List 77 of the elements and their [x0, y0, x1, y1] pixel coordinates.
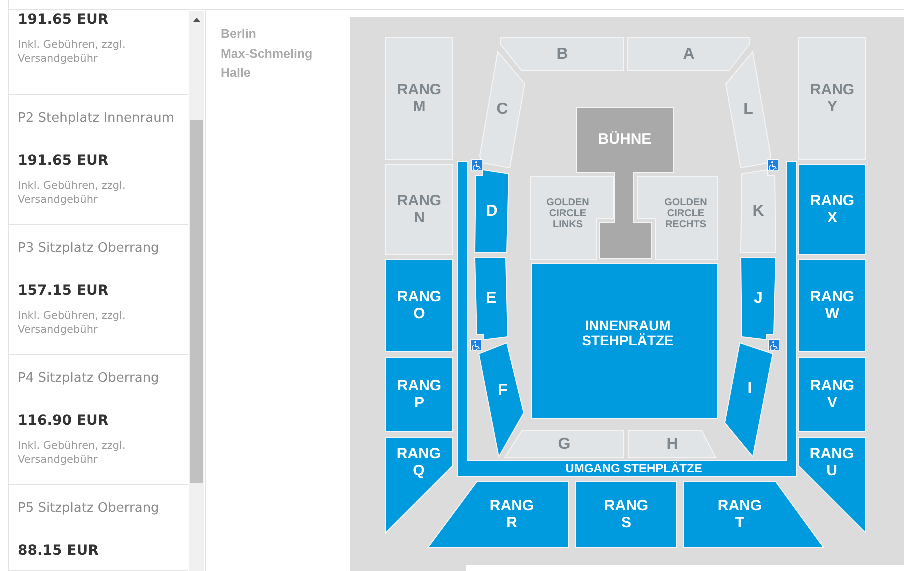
seating-section [479, 343, 524, 457]
seating-section [386, 165, 453, 255]
price-card [8, 95, 188, 225]
price-card [8, 225, 188, 355]
price-card [8, 0, 188, 95]
ticket-category: P2 Stehplatz Innenraum [18, 111, 174, 126]
section-label: RANG N [396, 194, 443, 226]
price: 191.65 EUR [18, 153, 109, 169]
seating-section [475, 258, 508, 340]
price: 88.15 EUR [18, 543, 99, 559]
seating-section [799, 260, 866, 352]
seating-section [576, 482, 677, 548]
section-label: H [666, 436, 680, 454]
section-label: RANG T [716, 498, 764, 532]
seating-section [726, 52, 771, 168]
section-label: UMGANG STEHPLÄTZE [564, 462, 704, 476]
section-label: RANG X [809, 194, 856, 226]
seating-section [475, 170, 509, 253]
venue-name: Berlin Max-Schmeling Halle [221, 26, 314, 82]
fee-note: Inkl. Gebühren, zzgl. Versandgebühr [18, 179, 127, 207]
fee-note: Inkl. Gebühren, zzgl. Versandgebühr [18, 439, 127, 467]
section-label: RANG P [396, 378, 443, 412]
ticket-category: P3 Sitzplatz Oberrang [18, 241, 160, 256]
seating-section [386, 260, 453, 352]
price: 191.65 EUR [18, 12, 109, 28]
section-label: C [496, 101, 510, 119]
section-label: G [557, 436, 572, 454]
section-label: D [485, 202, 499, 220]
seating-section [628, 38, 750, 71]
seating-section [386, 358, 453, 432]
seating-section [480, 52, 525, 168]
price-card [8, 355, 188, 485]
fee-note: Inkl. Gebühren, zzgl. Versandgebühr [18, 309, 127, 337]
seating-section [629, 431, 716, 458]
section-label: RANG Y [809, 82, 856, 116]
price: 116.90 EUR [18, 413, 109, 429]
seating-section [386, 438, 453, 533]
fee-note: Inkl. Gebühren, zzgl. Versandgebühr [18, 38, 127, 66]
seating-section [532, 264, 718, 419]
section-label: RANG S [603, 498, 650, 532]
section-label: RANG Q [396, 446, 442, 480]
price-card [8, 485, 188, 571]
ticket-category: P4 Sitzplatz Oberrang [18, 371, 160, 386]
seating-section [505, 431, 624, 458]
section-label: GOLDEN CIRCLE LINKS [546, 198, 590, 230]
section-label: BÜHNE [598, 132, 652, 148]
section-label: E [485, 290, 498, 308]
section-label: B [556, 46, 570, 64]
price: 157.15 EUR [18, 283, 109, 299]
section-label: RANG U [808, 446, 856, 480]
section-label: A [682, 46, 696, 64]
section-label: J [753, 290, 764, 308]
section-label: L [742, 101, 754, 119]
section-label: RANG O [396, 290, 443, 322]
seating-section [725, 343, 773, 457]
seating-section [799, 358, 866, 432]
section-label: RANG M [396, 82, 443, 116]
seating-section [458, 162, 797, 477]
section-label: RANG W [809, 290, 856, 322]
seating-section [799, 165, 866, 255]
seating-section [799, 438, 866, 533]
section-label: RANG V [809, 378, 856, 412]
section-label: INNENRAUM STEHPLÄTZE [581, 318, 675, 350]
section-label: GOLDEN CIRCLE RECHTS [664, 198, 708, 230]
section-label: K [752, 202, 766, 220]
seating-section [741, 258, 776, 340]
seating-section [501, 38, 624, 71]
section-label: RANG R [488, 498, 536, 532]
section-label: F [497, 382, 509, 400]
seating-section [684, 482, 824, 548]
ticket-category: P5 Sitzplatz Oberrang [18, 501, 160, 516]
seating-section [799, 38, 866, 160]
section-label: I [746, 380, 754, 398]
seating-section [428, 482, 569, 548]
seating-section [531, 177, 614, 260]
seating-section [386, 38, 453, 160]
seating-section [741, 170, 776, 253]
